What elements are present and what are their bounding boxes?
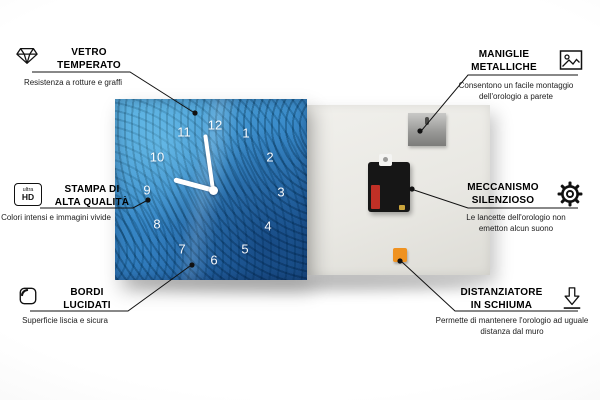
hook-hole (383, 157, 388, 162)
hour-hand (173, 177, 214, 193)
clock-center-cap (209, 186, 218, 195)
callout-title: MANIGLIE METALLICHE (455, 48, 553, 74)
callout-subtitle-bordi: Superficie liscia e sicura (22, 316, 108, 325)
clock-number-1: 1 (242, 125, 250, 141)
clock-number-7: 7 (178, 241, 186, 257)
callout-subtitle-maniglie: Consentono un facile montaggio dell'orol… (458, 81, 574, 101)
callout-distanziatore-schiuma: DISTANZIATORE IN SCHIUMA (448, 286, 583, 312)
clock-number-10: 10 (149, 149, 165, 165)
callout-title: STAMPA DI ALTA QUALITÀ (48, 183, 136, 209)
clock-front-glass-panel: 12 1 2 3 4 5 6 7 8 9 10 11 (115, 99, 307, 280)
title-line: DISTANZIATORE (460, 287, 543, 298)
callout-title: BORDI LUCIDATI (44, 286, 130, 312)
callout-title: MECCANISMO SILENZIOSO (455, 181, 551, 207)
hanger-slot (425, 117, 429, 125)
callout-subtitle-meccanismo: Le lancette dell'orologio non emetton al… (466, 213, 566, 233)
clock-number-8: 8 (153, 216, 161, 232)
title-line: SILENZIOSO (471, 195, 535, 206)
title-line: VETRO (71, 47, 107, 58)
polished-edge-icon (19, 287, 37, 305)
clock-number-6: 6 (210, 252, 218, 268)
ultra-hd-bottom: HD (21, 192, 35, 202)
ultra-hd-icon: ultra HD (14, 183, 42, 206)
title-line: STAMPA DI (64, 184, 120, 195)
title-line: METALLICHE (471, 62, 537, 73)
foam-distance-icon (563, 287, 581, 309)
callout-stampa-alta-qualita: ultra HD STAMPA DI ALTA QUALITÀ (14, 183, 136, 209)
title-line: BORDI (70, 287, 104, 298)
title-line: ALTA QUALITÀ (54, 197, 130, 208)
clock-number-11: 11 (177, 124, 191, 140)
callout-subtitle-distanziatore: Permette di mantenere l'orologio ad ugua… (435, 316, 589, 336)
title-line: TEMPERATO (57, 60, 121, 71)
ultra-hd-top: ultra (22, 186, 34, 193)
callout-subtitle-vetro: Resistenza a rotture e graffi (23, 78, 123, 87)
callout-title: DISTANZIATORE IN SCHIUMA (448, 286, 555, 312)
minute-hand (203, 134, 215, 191)
foam-spacer (393, 248, 407, 262)
title-line: LUCIDATI (63, 300, 111, 311)
clock-number-12: 12 (207, 117, 223, 133)
callout-maniglie-metalliche: MANIGLIE METALLICHE (455, 48, 583, 74)
title-line: MECCANISMO (467, 182, 539, 193)
clock-number-2: 2 (266, 149, 274, 165)
diamond-icon (16, 48, 38, 64)
picture-frame-icon (559, 50, 583, 70)
mechanism-hook (379, 154, 392, 166)
title-line: IN SCHIUMA (470, 300, 533, 311)
callout-meccanismo-silenzioso: MECCANISMO SILENZIOSO (455, 181, 583, 207)
callout-subtitle-stampa: Colori intensi e immagini vivide (1, 213, 111, 222)
title-line: MANIGLIE (478, 49, 530, 60)
clock-number-3: 3 (277, 184, 285, 200)
clock-number-4: 4 (264, 218, 272, 234)
mechanism-detail (399, 205, 405, 210)
battery (371, 185, 380, 209)
clock-number-5: 5 (241, 241, 249, 257)
gear-icon (557, 181, 583, 207)
callout-bordi-lucidati: BORDI LUCIDATI (18, 286, 130, 312)
product-shadow (130, 276, 480, 292)
clock-number-9: 9 (143, 182, 151, 198)
clock-mechanism (368, 154, 410, 212)
callout-vetro-temperato: VETRO TEMPERATO (16, 46, 134, 72)
metal-hanger-plate (408, 113, 446, 146)
callout-title: VETRO TEMPERATO (44, 46, 134, 72)
